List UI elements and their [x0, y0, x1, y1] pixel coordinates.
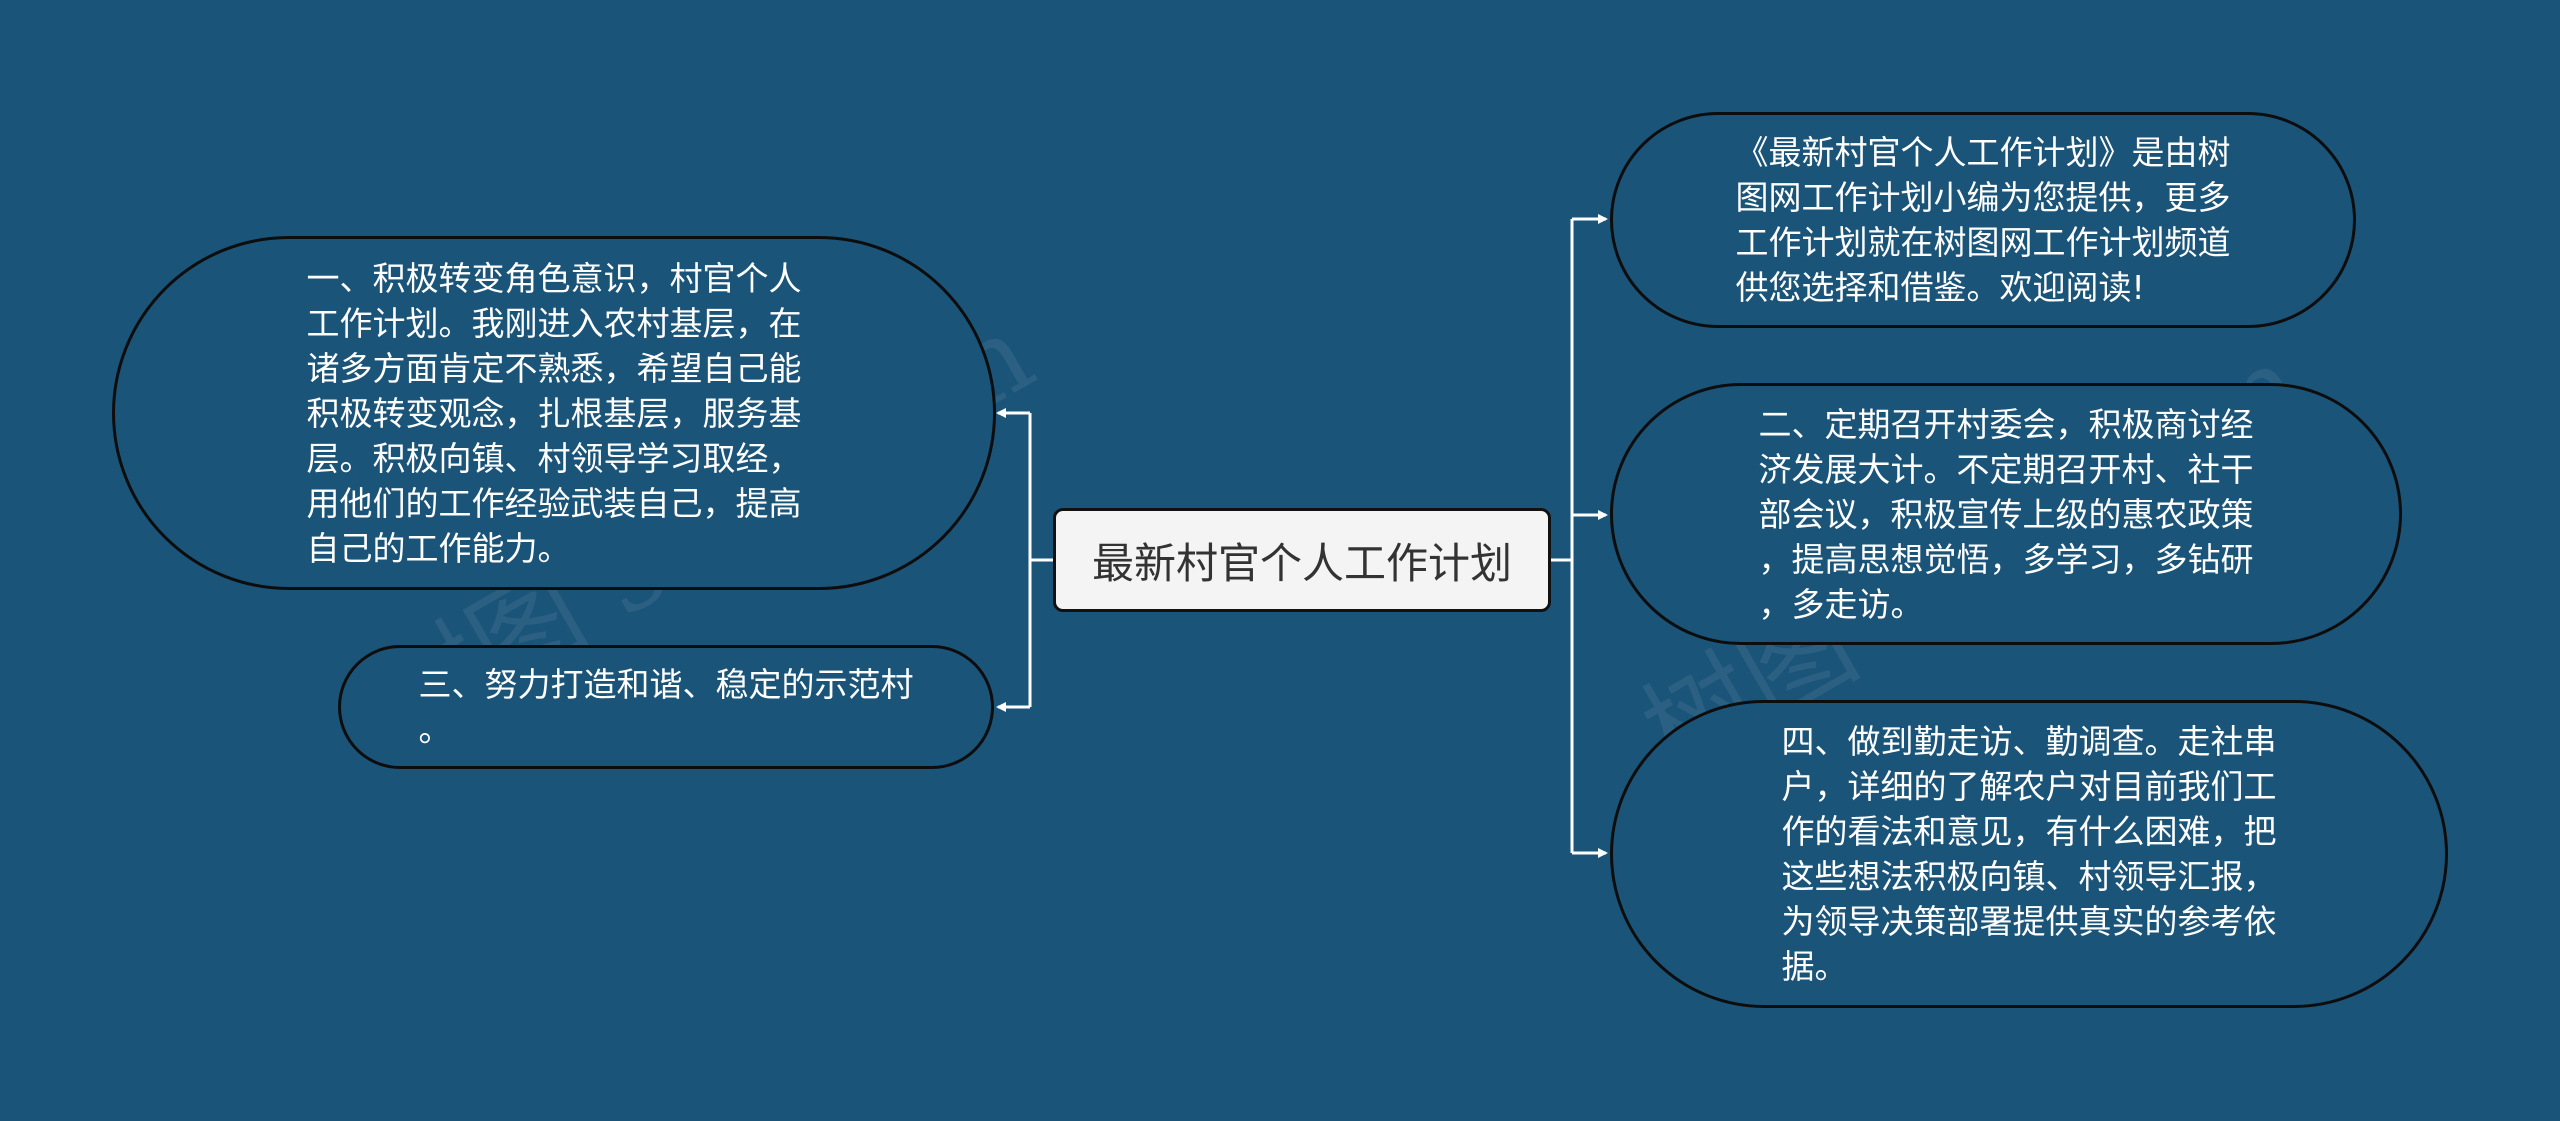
node-left-1[interactable]: 一、积极转变角色意识，村官个人 工作计划。我刚进入农村基层，在 诸多方面肯定不熟…	[112, 236, 996, 590]
node-right-2[interactable]: 二、定期召开村委会，积极商讨经 济发展大计。不定期召开村、社干 部会议，积极宣传…	[1610, 383, 2402, 645]
node-right-3-text: 四、做到勤走访、勤调查。走社串 户，详细的了解农户对目前我们工 作的看法和意见，…	[1781, 722, 2277, 986]
root-node-label: 最新村官个人工作计划	[1091, 538, 1512, 588]
node-left-2-text: 三、努力打造和谐、稳定的示范村 。	[418, 665, 914, 749]
node-right-2-text: 二、定期召开村委会，积极商讨经 济发展大计。不定期召开村、社干 部会议，积极宣传…	[1758, 404, 2254, 624]
node-right-1-text: 《最新村官个人工作计划》是由树 图网工作计划小编为您提供，更多 工作计划就在树图…	[1735, 133, 2231, 307]
node-left-2[interactable]: 三、努力打造和谐、稳定的示范村 。	[338, 645, 994, 769]
root-node[interactable]: 最新村官个人工作计划	[1053, 508, 1551, 612]
node-right-3[interactable]: 四、做到勤走访、勤调查。走社串 户，详细的了解农户对目前我们工 作的看法和意见，…	[1610, 700, 2448, 1008]
node-right-1[interactable]: 《最新村官个人工作计划》是由树 图网工作计划小编为您提供，更多 工作计划就在树图…	[1610, 112, 2356, 328]
node-left-1-text: 一、积极转变角色意识，村官个人 工作计划。我刚进入农村基层，在 诸多方面肯定不熟…	[306, 258, 802, 568]
